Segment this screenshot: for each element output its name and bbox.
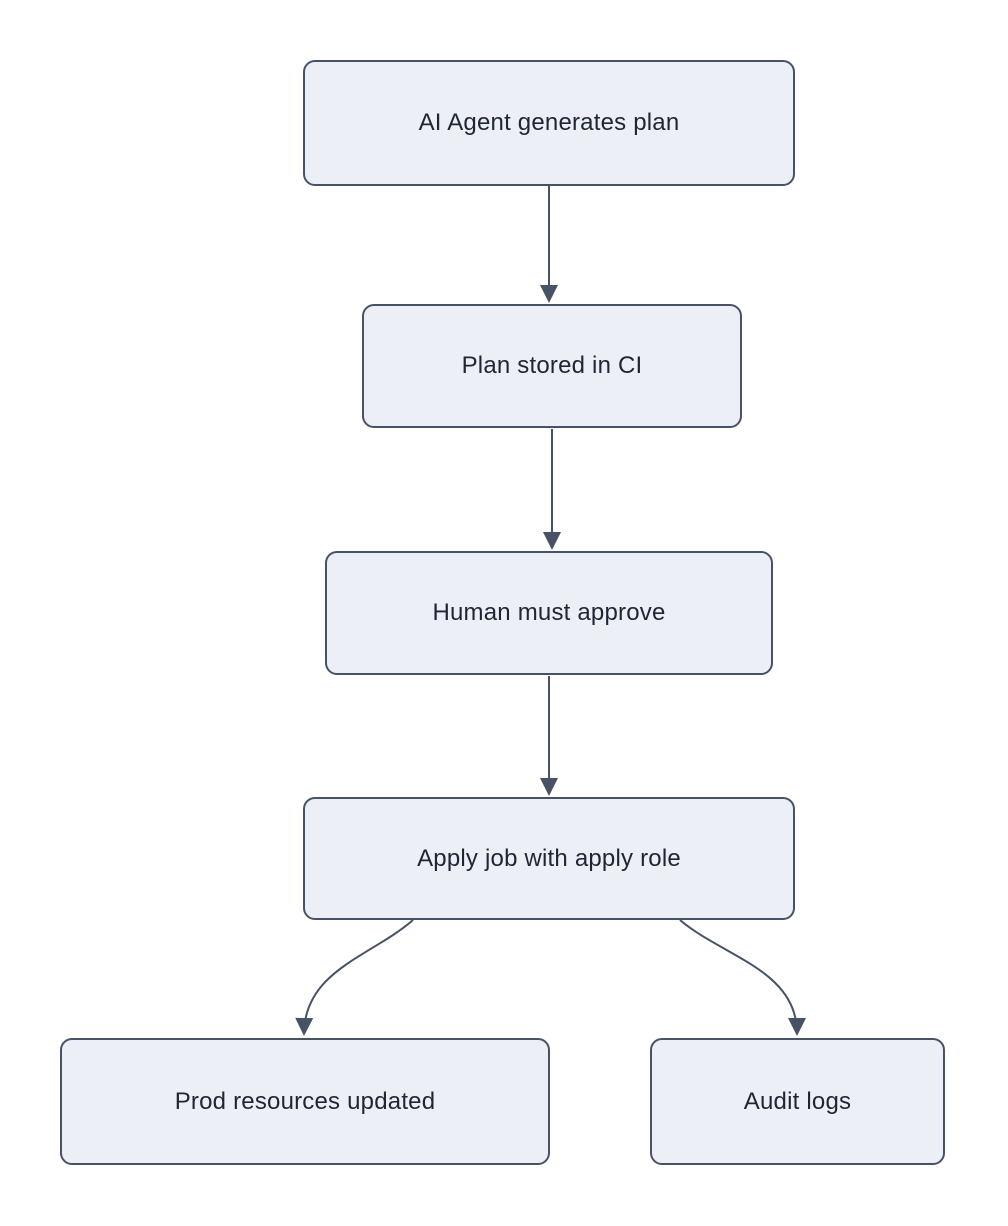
node-prod-updated: Prod resources updated — [60, 1038, 550, 1165]
node-audit-logs: Audit logs — [650, 1038, 945, 1165]
node-audit-logs-label: Audit logs — [743, 1087, 852, 1115]
node-ai-agent: AI Agent generates plan — [303, 60, 795, 186]
node-apply-job: Apply job with apply role — [303, 797, 795, 920]
node-plan-stored: Plan stored in CI — [362, 304, 742, 428]
node-apply-job-label: Apply job with apply role — [417, 844, 681, 872]
edge-apply-job-to-audit-logs — [679, 919, 806, 1036]
node-human-approve: Human must approve — [325, 551, 773, 675]
node-plan-stored-label: Plan stored in CI — [461, 352, 643, 379]
node-ai-agent-label: AI Agent generates plan — [418, 109, 680, 136]
node-human-approve-label: Human must approve — [432, 599, 666, 626]
node-prod-updated-label: Prod resources updated — [174, 1087, 436, 1115]
edge-apply-job-to-prod-updated — [295, 919, 414, 1036]
